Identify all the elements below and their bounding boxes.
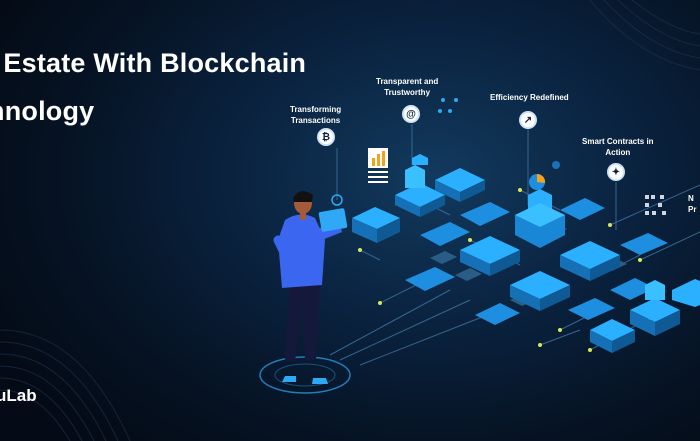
building-stacks [352, 154, 700, 353]
person-with-tablet [259, 191, 351, 394]
chart-icon: ↗ [519, 111, 537, 129]
document-chart-widget [368, 148, 388, 183]
label-smart-contracts: Smart Contracts in Action [582, 137, 654, 157]
ring-marker [331, 194, 343, 206]
label-transparent-trustworthy: Transparent and Trustworthy [376, 77, 439, 97]
label-transforming-transactions: Transforming Transactions [290, 105, 342, 125]
search-icon: @ [402, 105, 420, 123]
circuit-lines [329, 124, 700, 366]
headline-line2: hnology [0, 96, 95, 126]
dot-cluster [438, 98, 458, 113]
label-partial-right: N Pr [688, 194, 697, 214]
platform-tiles [405, 198, 668, 325]
qr-pattern [645, 195, 666, 215]
pie-chart-widget [529, 161, 560, 190]
handshake-icon: ✦ [607, 163, 625, 181]
brand-logo-text: uLab [0, 386, 37, 405]
label-efficiency-redefined: Efficiency Redefined [490, 93, 569, 102]
headline-line1: l Estate With Blockchain [0, 48, 307, 78]
coin-icon: ₿ [317, 128, 335, 146]
